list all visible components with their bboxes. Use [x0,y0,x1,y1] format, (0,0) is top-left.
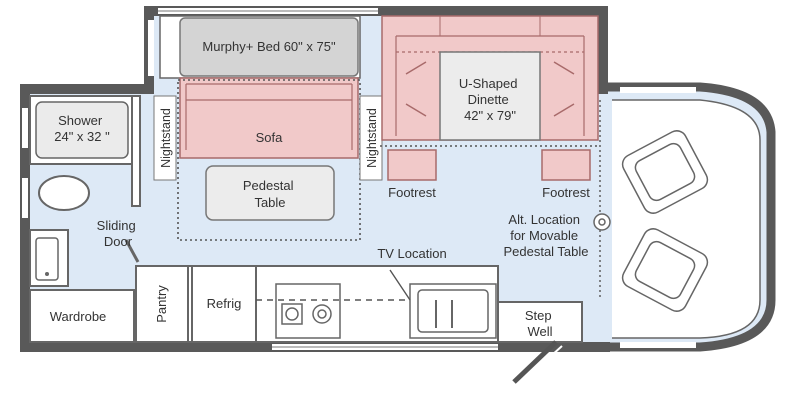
cab [612,99,761,339]
shower-label-line: Shower [58,113,103,128]
footrest-left-label: Footrest [388,185,436,200]
nightstands [153,95,383,181]
refrig-label: Refrig [207,296,242,311]
alt-location-label: Alt. Location for Movable Pedestal Table [503,212,588,259]
dinette-label-line: U-Shaped [459,76,518,91]
murphy-bed-label: Murphy+ Bed 60" x 75" [202,39,336,54]
sliding-door-label: Sliding Door [97,218,140,249]
bathroom [29,95,141,343]
kitchen-row [135,265,499,343]
pedestal-table-label-line: Pedestal [243,178,294,193]
cab-seat-lower [621,228,709,312]
sliding-door-label-line: Door [104,234,133,249]
shower-label-line: 24" x 32 " [54,129,110,144]
windows [22,8,696,350]
alt-location-label-line: for Movable [510,228,578,243]
alt-location-label-line: Alt. Location [508,212,580,227]
nightstand-left-label: Nightstand [159,108,173,168]
step-well [497,301,583,387]
pedestal-table-label: Pedestal Table [243,178,297,210]
footrests [380,100,601,300]
dinette-label-line: Dinette [468,92,509,107]
pantry-label: Pantry [154,285,169,323]
step-well-label: Step Well [525,308,555,339]
shower-label: Shower 24" x 32 " [54,113,110,144]
alt-table-location-marker [593,213,611,231]
murphy-bed [159,15,361,79]
wardrobe-label: Wardrobe [50,309,107,324]
step-well-label-line: Step [525,308,552,323]
sofa [179,77,359,159]
step-well-label-line: Well [527,324,552,339]
dinette-label: U-Shaped Dinette 42" x 79" [459,76,521,123]
cab-seat-upper [621,130,709,214]
dinette-label-line: 42" x 79" [464,108,516,123]
sliding-door-label-line: Sliding [97,218,136,233]
pedestal-table [205,165,335,221]
tv-location-label: TV Location [377,246,446,261]
footrest-right-label: Footrest [542,185,590,200]
labels: Murphy+ Bed 60" x 75" Sofa Pedestal Tabl… [50,39,591,339]
alt-location-label-line: Pedestal Table [503,244,588,259]
pedestal-table-label-line: Table [254,195,285,210]
dinette [381,15,599,141]
sofa-label: Sofa [256,130,284,145]
nightstand-right-label: Nightstand [365,108,379,168]
